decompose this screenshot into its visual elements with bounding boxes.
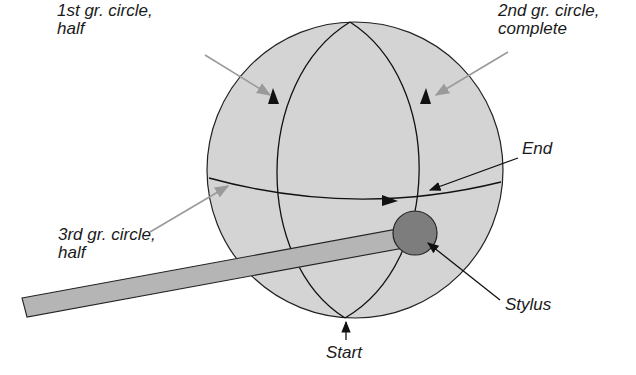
- end-label: End: [522, 140, 552, 158]
- start-label: Start: [326, 344, 362, 362]
- circle-label: 2nd gr. circle, complete: [498, 2, 628, 38]
- direction-arrow: [268, 88, 279, 104]
- direction-arrow: [420, 88, 431, 104]
- great-circle-2: [345, 22, 419, 318]
- circle-label: 3rd gr. circle, half: [58, 226, 183, 262]
- great-circle-3: [209, 178, 501, 199]
- leader-line: [345, 322, 346, 340]
- stylus-tip: [393, 211, 437, 255]
- leader-line: [436, 52, 508, 95]
- leader-line: [428, 243, 500, 300]
- direction-arrow: [382, 195, 398, 206]
- leader-line: [430, 158, 518, 190]
- great-circle-1: [277, 22, 350, 318]
- leader-line: [205, 55, 270, 95]
- circle-label: 1st gr. circle, half: [57, 2, 182, 38]
- leader-line: [150, 186, 228, 232]
- stylus-label: Stylus: [505, 296, 551, 314]
